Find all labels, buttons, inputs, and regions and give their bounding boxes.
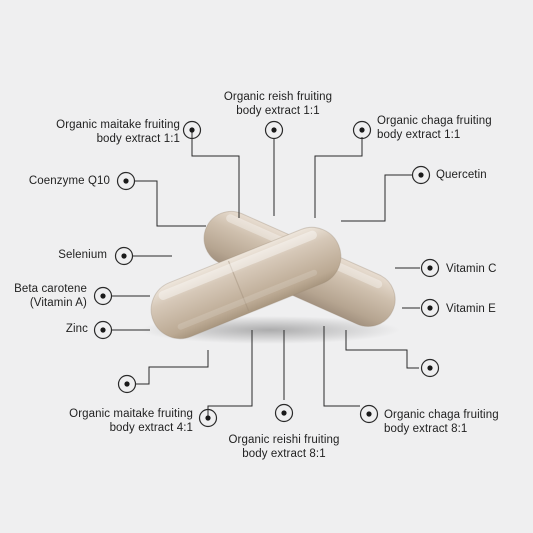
label-maitake-4-1: Organic maitake fruiting body extract 4:… xyxy=(69,408,193,434)
leader-maitake-4-1 xyxy=(207,330,253,418)
target-dot-icon xyxy=(117,374,137,394)
label-beta-carotene: Beta carotene (Vitamin A) xyxy=(14,283,87,309)
leader-coenzyme xyxy=(135,180,206,227)
leader-maitake-1-1 xyxy=(191,131,240,218)
target-dot-icon xyxy=(198,408,218,428)
leader-lone-left xyxy=(136,350,209,385)
target-dot-icon xyxy=(420,258,440,278)
leader-chaga-8-1 xyxy=(323,326,360,407)
leader-quercetin xyxy=(341,174,413,222)
target-dot-icon xyxy=(420,358,440,378)
target-dot-icon xyxy=(264,120,284,140)
label-chaga-8-1: Organic chaga fruiting body extract 8:1 xyxy=(384,409,499,435)
target-dot-icon xyxy=(411,165,431,185)
label-reishi-8-1: Organic reishi fruiting body extract 8:1 xyxy=(228,434,340,460)
target-dot-icon xyxy=(352,120,372,140)
target-dot-icon xyxy=(114,246,134,266)
label-quercetin: Quercetin xyxy=(436,169,487,181)
label-maitake-1-1: Organic maitake fruiting body extract 1:… xyxy=(56,119,180,145)
label-selenium: Selenium xyxy=(58,249,107,261)
leader-lone-right xyxy=(345,330,419,369)
front-capsule xyxy=(150,226,342,340)
target-dot-icon xyxy=(182,120,202,140)
label-reishi-1-1: Organic reish fruiting body extract 1:1 xyxy=(223,91,333,117)
target-dot-icon xyxy=(274,403,294,423)
label-coenzyme-q10: Coenzyme Q10 xyxy=(28,175,110,187)
target-dot-icon xyxy=(420,298,440,318)
target-dot-icon xyxy=(116,171,136,191)
target-dot-icon xyxy=(93,286,113,306)
markers xyxy=(93,120,440,428)
label-zinc: Zinc xyxy=(65,323,88,335)
target-dot-icon xyxy=(359,404,379,424)
leader-lines xyxy=(112,131,420,418)
label-chaga-1-1: Organic chaga fruiting body extract 1:1 xyxy=(377,115,492,141)
label-vitamin-e: Vitamin E xyxy=(446,303,496,315)
label-vitamin-c: Vitamin C xyxy=(446,263,497,275)
target-dot-icon xyxy=(93,320,113,340)
leader-chaga-1-1 xyxy=(314,137,363,218)
